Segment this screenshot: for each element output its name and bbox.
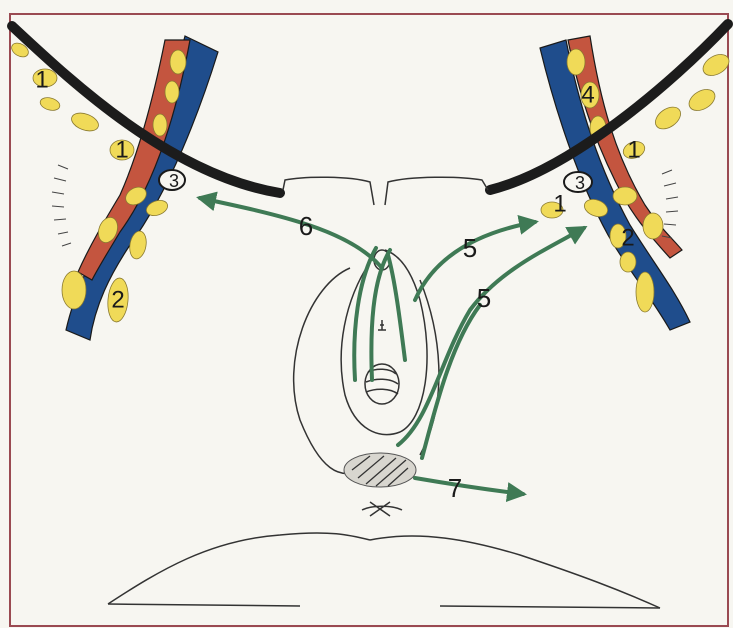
label-right-superficial-lower: 1 bbox=[553, 191, 566, 218]
label-right-femoral-ring-node: 3 bbox=[575, 173, 585, 193]
label-arrow-7: 7 bbox=[448, 473, 462, 503]
lymph-node bbox=[613, 187, 637, 205]
label-right-node-near-vessel: 1 bbox=[627, 137, 640, 164]
lymph-node bbox=[643, 213, 663, 239]
lymph-node bbox=[153, 114, 167, 136]
lymph-node bbox=[165, 81, 179, 103]
label-left-deep-group: 2 bbox=[111, 287, 124, 314]
lymph-node bbox=[567, 49, 585, 75]
label-right-upper-group: 4 bbox=[581, 82, 594, 109]
label-arrow-5-lower: 5 bbox=[477, 283, 491, 313]
label-arrow-5-upper: 5 bbox=[463, 233, 477, 263]
label-right-deep-group: 2 bbox=[621, 225, 634, 252]
label-left-node-near-vessel: 1 bbox=[115, 137, 128, 164]
lymph-node bbox=[636, 272, 654, 312]
label-left-superficial-group: 1 bbox=[35, 67, 48, 94]
perineal-region bbox=[344, 453, 416, 487]
lymph-node bbox=[62, 271, 86, 309]
lymph-node bbox=[620, 252, 636, 272]
label-left-femoral-ring-node: 3 bbox=[169, 171, 179, 191]
label-arrow-6: 6 bbox=[299, 211, 313, 241]
lymph-node bbox=[170, 50, 186, 74]
